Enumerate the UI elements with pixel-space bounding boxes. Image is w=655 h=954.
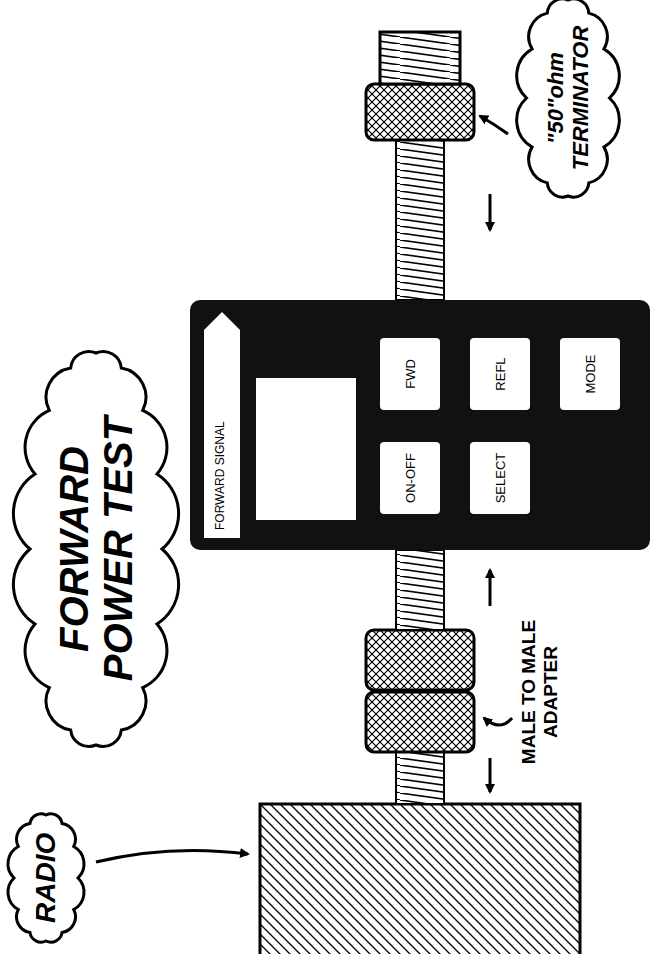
direction-arrow (489, 194, 492, 230)
meter-button: SELECT (470, 442, 530, 514)
button-label: ON-OFF (403, 453, 418, 503)
title-cloud (13, 352, 178, 747)
terminator-cap (380, 32, 460, 84)
title-text: FORWARD POWER TEST (52, 379, 140, 719)
meter-output-thread (396, 140, 444, 300)
callout-label: RADIO (30, 833, 62, 923)
direction-arrow (489, 570, 492, 606)
radio-body (260, 804, 580, 954)
button-label: SELECT (493, 453, 508, 504)
leader-line (480, 116, 508, 134)
power-meter: FORWARD SIGNAL ON-OFF FWD SELECT REFL MODE (190, 300, 650, 550)
callout-label: "50"ohm TERMINATOR (543, 18, 594, 178)
meter-button: MODE (560, 338, 620, 410)
callout-cloud (517, 0, 620, 197)
display-screen (256, 378, 356, 520)
terminator-nut (366, 84, 474, 140)
leader-line (484, 718, 512, 725)
leader-line (96, 850, 248, 862)
meter-input-thread (396, 550, 444, 630)
adapter-nut (366, 630, 474, 690)
adapter-nut (366, 692, 474, 752)
button-label: MODE (583, 355, 598, 394)
signal-arrow (204, 312, 240, 538)
direction-arrow (489, 758, 492, 792)
meter-button: ON-OFF (380, 442, 440, 514)
meter-heading: FORWARD SIGNAL (213, 421, 227, 530)
meter-button: FWD (380, 338, 440, 410)
button-label: REFL (493, 357, 508, 390)
radio-thread (396, 752, 444, 804)
callout-cloud (8, 814, 84, 942)
meter-button: REFL (470, 338, 530, 410)
button-label: FWD (403, 359, 418, 389)
callout-label: MALE TO MALE ADAPTER (518, 617, 562, 767)
